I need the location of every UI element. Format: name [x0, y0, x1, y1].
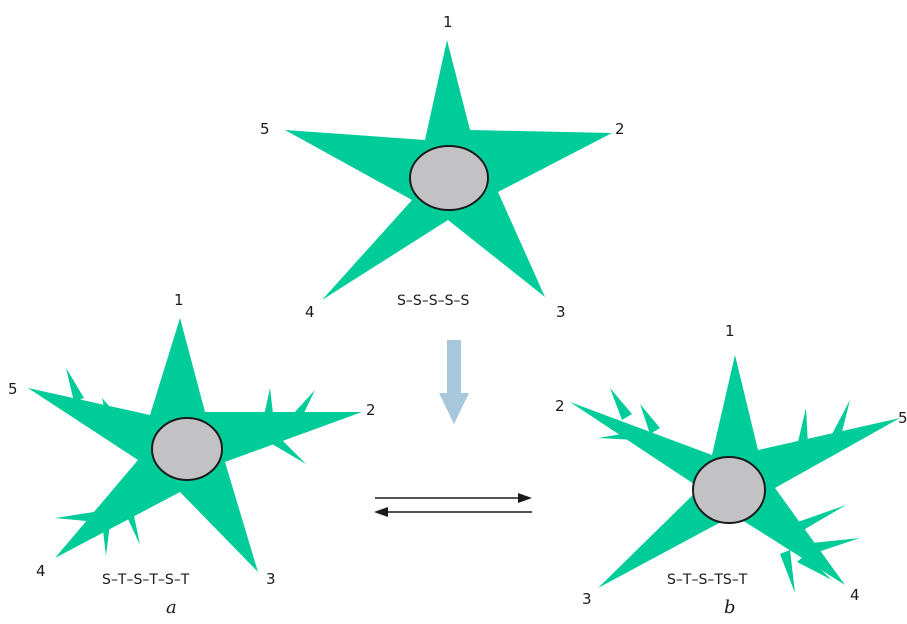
- left-label-2: 2: [366, 401, 376, 419]
- top-label-4: 4: [305, 303, 315, 321]
- left-spike: [263, 388, 274, 422]
- right-spike: [780, 550, 795, 593]
- right-spike: [610, 388, 632, 420]
- right-spike: [797, 408, 808, 446]
- top-label-1: 1: [443, 13, 453, 31]
- top-star-core: [409, 145, 489, 211]
- right-label-1: 1: [725, 322, 735, 340]
- right-label-4: 4: [850, 586, 860, 604]
- left-label-5: 5: [8, 380, 18, 398]
- right-spike: [830, 400, 850, 440]
- right-star-core: [692, 456, 766, 524]
- right-spike: [598, 432, 636, 440]
- top-sequence: S–S–S–S–S: [397, 293, 470, 309]
- right-spike: [795, 505, 846, 532]
- top-star: 1 2 3 4 5 S–S–S–S–S: [260, 13, 625, 321]
- left-star-core: [151, 417, 223, 481]
- left-caption: a: [166, 597, 177, 618]
- transition-arrow: [439, 340, 469, 424]
- left-label-4: 4: [36, 562, 46, 580]
- reverse-arrow-head: [374, 507, 388, 517]
- left-spike: [120, 496, 140, 545]
- right-caption: b: [724, 597, 736, 618]
- left-spike: [101, 508, 112, 556]
- right-label-2: 2: [555, 397, 565, 415]
- right-spike: [640, 404, 660, 434]
- left-label-3: 3: [266, 570, 276, 588]
- top-label-5: 5: [260, 120, 270, 138]
- left-spike: [55, 512, 97, 522]
- left-star: 1 2 3 4 5 S–T–S–T–S–T a: [8, 291, 376, 618]
- left-label-1: 1: [174, 291, 184, 309]
- right-star: 1 2 3 4 5 S–T–S–TS–T b: [555, 322, 907, 618]
- left-spike: [293, 390, 315, 417]
- forward-arrow-head: [518, 493, 532, 503]
- right-spike: [797, 555, 832, 580]
- top-label-3: 3: [556, 303, 566, 321]
- right-spike: [812, 538, 860, 553]
- left-spike: [102, 398, 117, 420]
- right-label-5: 5: [898, 409, 907, 427]
- right-label-3: 3: [582, 590, 592, 608]
- transition-arrow-head: [439, 393, 469, 424]
- left-spike: [66, 368, 84, 402]
- equilibrium-arrows: [374, 493, 532, 517]
- top-label-2: 2: [615, 120, 625, 138]
- left-sequence: S–T–S–T–S–T: [102, 572, 190, 588]
- transition-arrow-shaft: [447, 340, 461, 395]
- left-spike: [272, 434, 306, 464]
- right-sequence: S–T–S–TS–T: [667, 572, 748, 588]
